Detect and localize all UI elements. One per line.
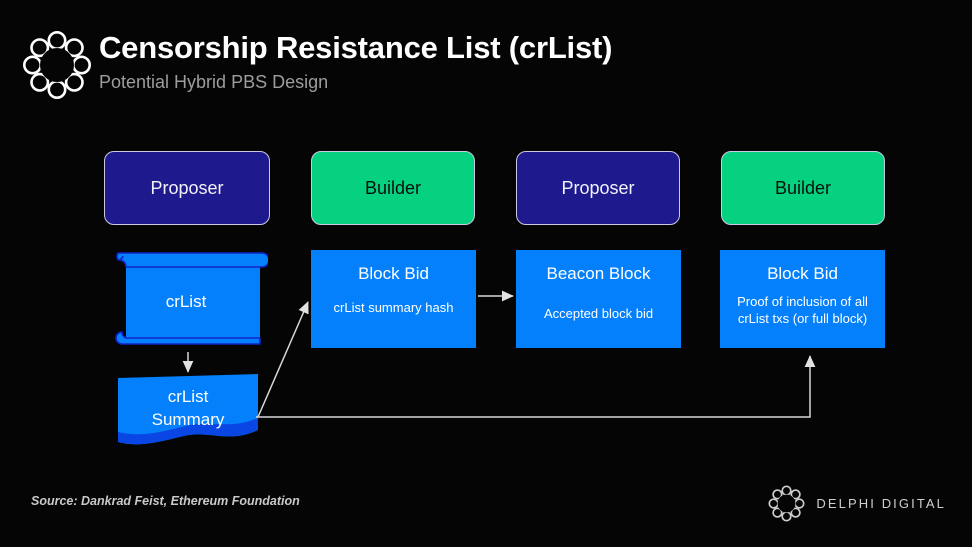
role-label: Builder: [774, 178, 832, 198]
role-label: Builder: [364, 178, 422, 198]
role-label: Proposer: [561, 178, 635, 198]
role-box-proposer-1[interactable]: Proposer: [104, 151, 270, 225]
connector-summary-to-block-bid-2: [256, 355, 816, 418]
role-box-builder-1[interactable]: Builder: [311, 151, 475, 225]
source-note: Source: Dankrad Feist, Ethereum Foundati…: [31, 494, 300, 508]
artifact-crlist-scroll-shape[interactable]: [110, 248, 268, 354]
delphi-ring-logo-icon: [766, 483, 807, 524]
brand-wordmark: DELPHI DIGITAL: [816, 496, 946, 511]
artifact-body: Accepted block bid: [543, 306, 654, 321]
artifact-crlist-summary-shape[interactable]: [118, 374, 258, 448]
artifact-title: Block Bid: [767, 264, 838, 283]
brand-lockup: DELPHI DIGITAL: [766, 483, 946, 524]
artifact-body: Proof of inclusion of all crList txs (or…: [737, 294, 868, 326]
page-subtitle: Potential Hybrid PBS Design: [99, 72, 329, 92]
artifact-block-bid-1[interactable]: Block Bid crList summary hash: [311, 250, 476, 348]
artifact-title: Block Bid: [358, 264, 429, 283]
artifact-body: crList summary hash: [333, 300, 454, 315]
artifact-beacon-block[interactable]: Beacon Block Accepted block bid: [516, 250, 681, 348]
title-block: Censorship Resistance List (crList) Pote…: [99, 28, 799, 95]
artifact-block-bid-2[interactable]: Block Bid Proof of inclusion of all crLi…: [720, 250, 885, 348]
page-title: Censorship Resistance List (crList): [99, 30, 613, 65]
artifact-crlist-title: crList: [165, 292, 207, 311]
role-box-proposer-2[interactable]: Proposer: [516, 151, 680, 225]
delphi-ring-logo-icon: [18, 26, 96, 104]
role-label: Proposer: [150, 178, 224, 198]
artifact-title: Beacon Block: [546, 264, 651, 283]
role-box-builder-2[interactable]: Builder: [721, 151, 885, 225]
